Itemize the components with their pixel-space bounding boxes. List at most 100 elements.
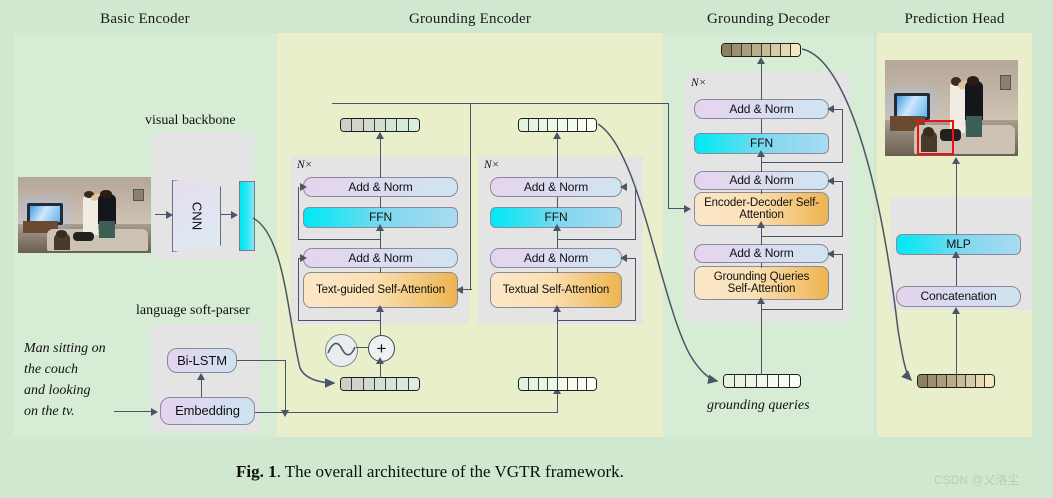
token-cell bbox=[363, 119, 375, 131]
conn-visual-addnorm-ffn bbox=[380, 228, 382, 249]
arrow-visual-addnorm-ffn bbox=[376, 224, 384, 231]
res-dec-lower-h bbox=[761, 309, 843, 311]
concatenation-block: Concatenation bbox=[896, 286, 1021, 307]
arrow-textual-addnorm-ffn bbox=[553, 224, 561, 231]
token-cell bbox=[408, 119, 419, 131]
caption-prefix: Fig. 1 bbox=[236, 462, 277, 481]
token-cell bbox=[528, 119, 539, 131]
conn-visual-strip-plus bbox=[380, 362, 382, 378]
res-dec-mid-v bbox=[842, 181, 844, 237]
conn-queries-attn bbox=[761, 302, 763, 375]
cnn-label: CNN bbox=[189, 201, 204, 231]
arrow-textual-attn bbox=[553, 305, 561, 312]
query-line-1: Man sitting on bbox=[24, 341, 106, 356]
cnn-block: CNN bbox=[172, 180, 221, 252]
token-cell bbox=[548, 119, 558, 131]
conn-bilstm-right bbox=[237, 360, 286, 362]
token-cell bbox=[985, 375, 994, 387]
query-sentence: Man sitting on the couch and looking on … bbox=[24, 338, 106, 422]
conn-dec-ffn-an1 bbox=[761, 119, 763, 134]
arrow-pred-strip-concat bbox=[952, 307, 960, 314]
token-cell bbox=[790, 375, 800, 387]
figure-caption: Fig. 1. The overall architecture of the … bbox=[236, 462, 624, 482]
token-cell bbox=[363, 378, 375, 390]
res-dec-mid-h bbox=[761, 236, 843, 238]
arrow-plus-attn bbox=[376, 305, 384, 312]
arrow-visual-strip-plus bbox=[376, 357, 384, 364]
token-cell bbox=[352, 378, 364, 390]
token-cell bbox=[751, 44, 762, 56]
token-cell bbox=[768, 375, 779, 387]
visual-backbone-label: visual backbone bbox=[145, 113, 236, 128]
grounding-queries-strip bbox=[723, 374, 801, 388]
token-cell bbox=[386, 119, 398, 131]
res-textual-upper-h bbox=[557, 239, 636, 241]
conn-embedding-bilstm bbox=[201, 378, 203, 397]
sine-wave-icon bbox=[325, 334, 358, 367]
visual-encoder-repeat-label: N× bbox=[297, 159, 313, 171]
arrow-sentence-embedding bbox=[151, 407, 158, 416]
conn-textual-ffn-addnorm bbox=[557, 197, 559, 208]
token-cell bbox=[746, 375, 757, 387]
visual-input-strip bbox=[340, 377, 420, 391]
token-cell bbox=[519, 378, 529, 390]
prediction-input-strip bbox=[917, 374, 995, 388]
res-visual-lower-h bbox=[298, 320, 380, 322]
token-cell bbox=[956, 375, 967, 387]
conn-enc-dec-feed-v bbox=[668, 103, 670, 209]
token-cell bbox=[731, 44, 742, 56]
decoder-output-strip bbox=[721, 43, 801, 57]
token-cell bbox=[397, 119, 409, 131]
token-cell bbox=[735, 375, 746, 387]
token-cell bbox=[519, 119, 529, 131]
token-cell bbox=[577, 119, 588, 131]
conn-dec-an1-out bbox=[761, 58, 763, 100]
token-cell bbox=[341, 378, 353, 390]
arrow-embedding-bilstm bbox=[197, 373, 205, 380]
token-cell bbox=[937, 375, 947, 387]
token-cell bbox=[724, 375, 735, 387]
column-title-basic-encoder: Basic Encoder bbox=[100, 11, 190, 27]
token-cell bbox=[397, 378, 409, 390]
arrow-queries-attn bbox=[757, 297, 765, 304]
conn-sentence-embedding bbox=[114, 411, 152, 413]
arrow-visual-out bbox=[376, 132, 384, 139]
res-textual-upper-v bbox=[635, 187, 637, 240]
text-guided-self-attention: Text-guided Self-Attention bbox=[303, 272, 458, 308]
token-cell bbox=[918, 375, 928, 387]
decoder-add-norm-bottom: Add & Norm bbox=[694, 244, 829, 263]
column-title-prediction-head: Prediction Head bbox=[904, 11, 1005, 27]
token-cell bbox=[528, 378, 539, 390]
token-cell bbox=[587, 119, 596, 131]
token-cell bbox=[352, 119, 364, 131]
arrow-bilstm-down bbox=[281, 410, 289, 417]
conn-dec-an3-inner bbox=[761, 263, 763, 268]
output-image bbox=[885, 60, 1018, 156]
conn-bilstm-down bbox=[285, 360, 287, 412]
conn-dec-an3-an2 bbox=[761, 226, 763, 245]
token-cell bbox=[975, 375, 986, 387]
bilstm-block: Bi-LSTM bbox=[167, 348, 237, 373]
arrow-dec-out bbox=[757, 57, 765, 64]
conn-image-cnn bbox=[155, 214, 167, 216]
res-dec-top-h bbox=[761, 162, 843, 164]
token-cell bbox=[741, 44, 752, 56]
token-cell bbox=[577, 378, 588, 390]
token-cell bbox=[587, 378, 596, 390]
predicted-bounding-box bbox=[916, 119, 955, 156]
query-line-2: the couch bbox=[24, 362, 79, 377]
arrow-concat-mlp bbox=[952, 251, 960, 258]
conn-textual-up bbox=[557, 392, 559, 412]
conn-textual-addnorm-ffn bbox=[557, 228, 559, 249]
visual-output-strip bbox=[340, 118, 420, 132]
conn-visual-attn-addnorm bbox=[380, 268, 382, 273]
conn-dec-an2-inner bbox=[761, 190, 763, 194]
res-visual-upper-v bbox=[298, 187, 300, 240]
token-cell bbox=[558, 378, 568, 390]
conn-pred-strip-concat bbox=[956, 312, 958, 375]
decoder-add-norm-mid: Add & Norm bbox=[694, 171, 829, 190]
token-cell bbox=[567, 119, 578, 131]
arrow-res-dec-mid bbox=[827, 177, 834, 185]
arrow-text-guided-feed bbox=[456, 285, 463, 294]
